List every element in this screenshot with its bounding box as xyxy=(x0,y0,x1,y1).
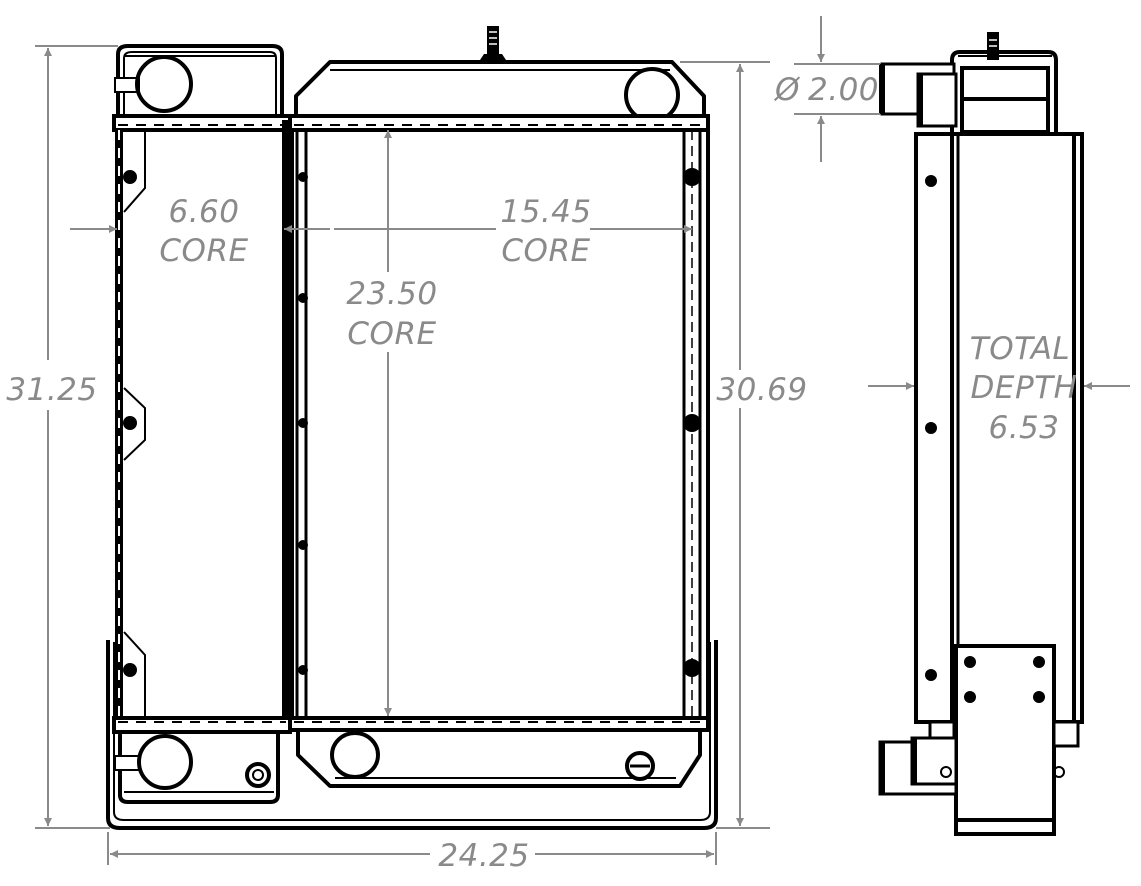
core-height-core-label: CORE xyxy=(347,316,436,352)
dimension-total-depth: TOTAL DEPTH 6.53 xyxy=(868,331,1130,446)
dimension-main-height: 30.69 xyxy=(680,61,807,829)
core-height-label: 23.50 xyxy=(346,276,437,312)
filler-neck-icon xyxy=(487,26,499,54)
left-bottom-port-icon xyxy=(137,734,193,790)
bolt-icon xyxy=(683,659,701,677)
right-core-width-label: 15.45 xyxy=(500,194,591,230)
bolt-icon xyxy=(925,175,937,187)
left-core-width-label: 6.60 xyxy=(168,194,239,230)
dimension-core-height: 23.50 CORE xyxy=(346,130,437,716)
left-top-port-icon xyxy=(135,55,193,113)
bolt-icon xyxy=(123,416,137,430)
main-height-label: 30.69 xyxy=(716,372,807,408)
overall-height-label: 31.25 xyxy=(6,372,97,408)
dimension-left-core-width: 6.60 CORE xyxy=(70,194,330,269)
drain-valve-icon xyxy=(625,751,655,781)
bolt-icon xyxy=(925,669,937,681)
bolt-icon xyxy=(123,663,137,677)
front-view: 31.25 30.69 24.25 6.60 CORE 15.45 CO xyxy=(6,26,807,874)
diameter-symbol: Ø xyxy=(773,72,801,108)
dimension-overall-height: 31.25 xyxy=(6,45,118,829)
left-core-label: CORE xyxy=(159,233,248,269)
total-depth-line2: DEPTH xyxy=(971,370,1078,406)
dimension-inlet-diameter: Ø 2.00 xyxy=(773,16,880,162)
mount-bracket xyxy=(954,644,1056,836)
bolt-icon xyxy=(683,414,701,432)
overall-width-label: 24.25 xyxy=(438,838,529,874)
bolt-icon xyxy=(925,422,937,434)
total-depth-line1: TOTAL xyxy=(970,331,1070,367)
total-depth-value: 6.53 xyxy=(988,410,1059,446)
bolt-icon xyxy=(683,168,701,186)
right-core-label: CORE xyxy=(501,233,590,269)
inlet-diameter-label: 2.00 xyxy=(808,72,879,108)
right-top-port-icon xyxy=(624,67,680,123)
base-bracket xyxy=(106,640,718,830)
side-view: Ø 2.00 TOTAL DEPTH 6.53 xyxy=(773,16,1130,836)
dimension-right-core-width: 15.45 CORE xyxy=(334,194,692,269)
left-core-section xyxy=(112,44,299,804)
dimension-overall-width: 24.25 xyxy=(107,832,717,874)
right-bottom-port-icon xyxy=(330,731,380,779)
drain-plug-icon xyxy=(245,762,271,788)
bolt-icon xyxy=(123,170,137,184)
right-core-section xyxy=(288,26,710,788)
